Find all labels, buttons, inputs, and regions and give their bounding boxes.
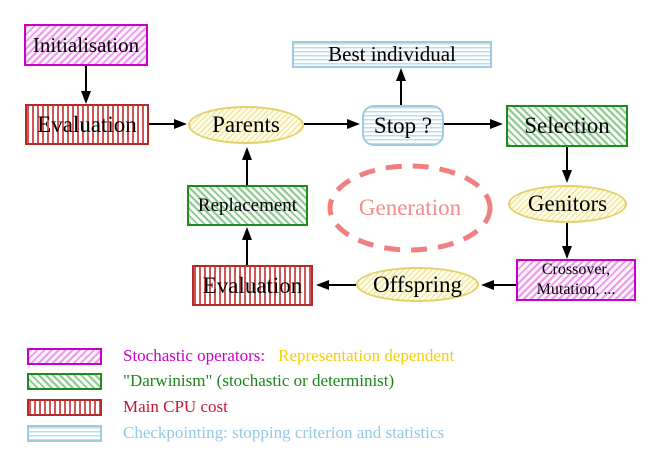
node-genitors: Genitors (508, 185, 627, 223)
arrow-shaft (400, 80, 402, 105)
node-selection: Selection (506, 105, 628, 147)
node-label: Generation (358, 195, 462, 220)
legend-swatch-magenta-hatch (27, 347, 102, 365)
node-label: Crossover, Mutation, ... (537, 260, 616, 300)
dashed-ellipse-graphic (327, 163, 493, 253)
legend-text: Stochastic operators: Representation depe… (123, 346, 454, 366)
node-label: Parents (212, 112, 280, 137)
node-label: Selection (524, 113, 610, 138)
legend-label-darwinism: "Darwinism" (stochastic or determinist) (123, 371, 395, 390)
legend-text: Main CPU cost (123, 397, 228, 417)
legend-swatch-red-lines (27, 398, 102, 416)
node-crossover-mutation: Crossover, Mutation, ... (516, 259, 636, 301)
arrow-shaft (566, 223, 568, 247)
legend-label-checkpointing: Checkpointing: stopping criterion and st… (123, 423, 445, 442)
arrow-head (396, 68, 406, 81)
legend-label-representation: Representation dependent (278, 346, 455, 365)
generation-dashed-ellipse (325, 161, 495, 255)
legend-row-checkpointing: Checkpointing: stopping criterion and st… (27, 423, 444, 443)
arrow-shaft (566, 147, 568, 171)
arrow-shaft (328, 284, 356, 286)
legend-row-cpu-cost: Main CPU cost (27, 397, 228, 417)
arrow-head (481, 280, 494, 290)
node-label: Genitors (527, 191, 608, 216)
node-label: Stop ? (373, 112, 433, 138)
arrow-shaft (304, 123, 348, 125)
node-initialisation: Initialisation (24, 24, 148, 66)
node-offspring: Offspring (356, 267, 479, 302)
arrow-head (242, 147, 252, 160)
node-stop: Stop ? (362, 105, 444, 146)
arrow-shaft (85, 66, 87, 92)
arrow-shaft (493, 284, 516, 286)
node-label: Evaluation (202, 272, 303, 298)
legend-swatch-cyan-lines (27, 424, 102, 442)
arrow-head (81, 91, 91, 104)
node-parents: Parents (188, 106, 304, 144)
node-best-individual: Best individual (292, 41, 492, 68)
node-label: Initialisation (32, 32, 140, 57)
arrow-shaft (246, 239, 248, 265)
legend-label-stochastic: Stochastic operators: (123, 346, 266, 365)
arrow-head (490, 119, 503, 129)
legend-row-darwinism: "Darwinism" (stochastic or determinist) (27, 371, 394, 391)
node-label: Evaluation (37, 111, 137, 137)
arrow-head (242, 227, 252, 240)
arrow-shaft (246, 159, 248, 185)
legend-text: Checkpointing: stopping criterion and st… (123, 423, 444, 443)
arrow-head (562, 170, 572, 183)
legend-label-cpu-cost: Main CPU cost (123, 397, 228, 416)
legend-text: "Darwinism" (stochastic or determinist) (123, 371, 394, 391)
node-label: Best individual (328, 42, 456, 66)
node-evaluation-top: Evaluation (25, 104, 149, 145)
node-label: Offspring (372, 271, 462, 297)
arrow-shaft (444, 123, 491, 125)
node-generation: Generation (325, 161, 495, 255)
arrow-head (316, 280, 329, 290)
crossover-line1: Crossover, (541, 261, 611, 278)
arrow-head (347, 119, 360, 129)
node-evaluation-bottom: Evaluation (192, 265, 313, 306)
legend-swatch-green-hatch (27, 372, 102, 390)
arrow-head (174, 119, 187, 129)
node-replacement: Replacement (187, 185, 308, 226)
node-label: Replacement (197, 194, 298, 216)
legend-row-stochastic-operators: Stochastic operators: Representation depe… (27, 346, 454, 366)
arrow-head (562, 246, 572, 259)
mutation-line2: Mutation, ... (536, 281, 616, 298)
arrow-shaft (149, 123, 175, 125)
